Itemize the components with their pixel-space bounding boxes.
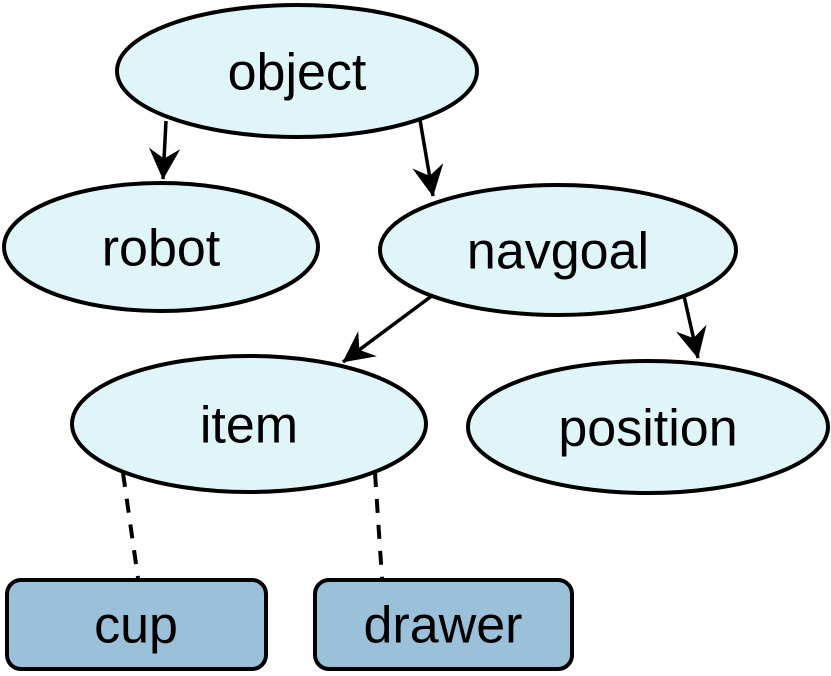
node-position-shape bbox=[466, 359, 830, 495]
node-navgoal-label: navgoal bbox=[467, 223, 649, 281]
node-cup: cup bbox=[5, 578, 268, 671]
node-robot-label: robot bbox=[102, 220, 221, 278]
node-position-label: position bbox=[558, 400, 737, 458]
node-item: item bbox=[70, 354, 428, 494]
node-robot-shape bbox=[2, 181, 320, 313]
node-object-shape bbox=[115, 3, 479, 139]
node-item-label: item bbox=[200, 397, 298, 455]
node-object-label: object bbox=[228, 44, 367, 102]
node-item-shape bbox=[70, 354, 428, 494]
node-navgoal-shape bbox=[378, 183, 738, 317]
edge-navgoal-item bbox=[341, 293, 435, 364]
node-cup-label: cup bbox=[94, 597, 178, 655]
node-robot: robot bbox=[2, 181, 320, 313]
node-cup-shape bbox=[5, 578, 268, 671]
edge-object-robot bbox=[148, 120, 181, 180]
edge-item-cup bbox=[121, 472, 140, 579]
edge-navgoal-position bbox=[676, 295, 707, 359]
node-object: object bbox=[115, 3, 479, 139]
edge-item-drawer bbox=[373, 472, 384, 579]
node-drawer: drawer bbox=[313, 578, 574, 671]
edge-object-navgoal bbox=[412, 119, 444, 197]
node-position: position bbox=[466, 359, 830, 495]
node-navgoal: navgoal bbox=[378, 183, 738, 317]
node-drawer-shape bbox=[313, 578, 574, 671]
node-drawer-label: drawer bbox=[364, 597, 523, 655]
